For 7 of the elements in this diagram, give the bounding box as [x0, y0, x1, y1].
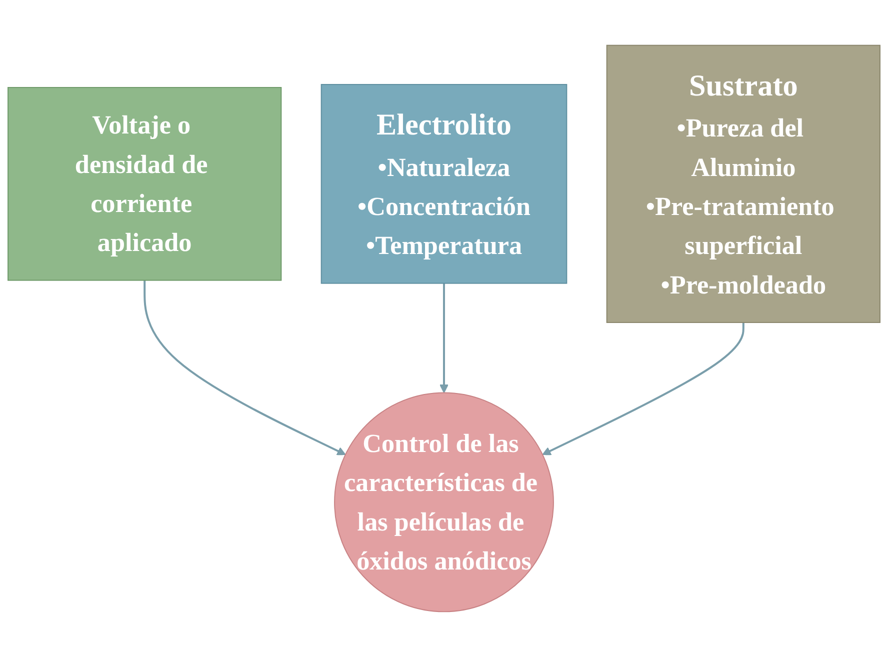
- arrow: [542, 322, 744, 456]
- node-box: Electrolito •Naturaleza •Concentración •Temperatura: [320, 84, 568, 284]
- node-box: Voltaje o densidad de corriente aplicado: [8, 87, 282, 281]
- node-circle: Control de las características de las películas de óxidos anódicos: [334, 392, 554, 612]
- arrow: [440, 283, 448, 394]
- node-box: Sustrato •Pureza del Aluminio •Pre-tratamiento superficial •Pre-moldeado: [606, 44, 880, 323]
- arrow: [144, 280, 346, 456]
